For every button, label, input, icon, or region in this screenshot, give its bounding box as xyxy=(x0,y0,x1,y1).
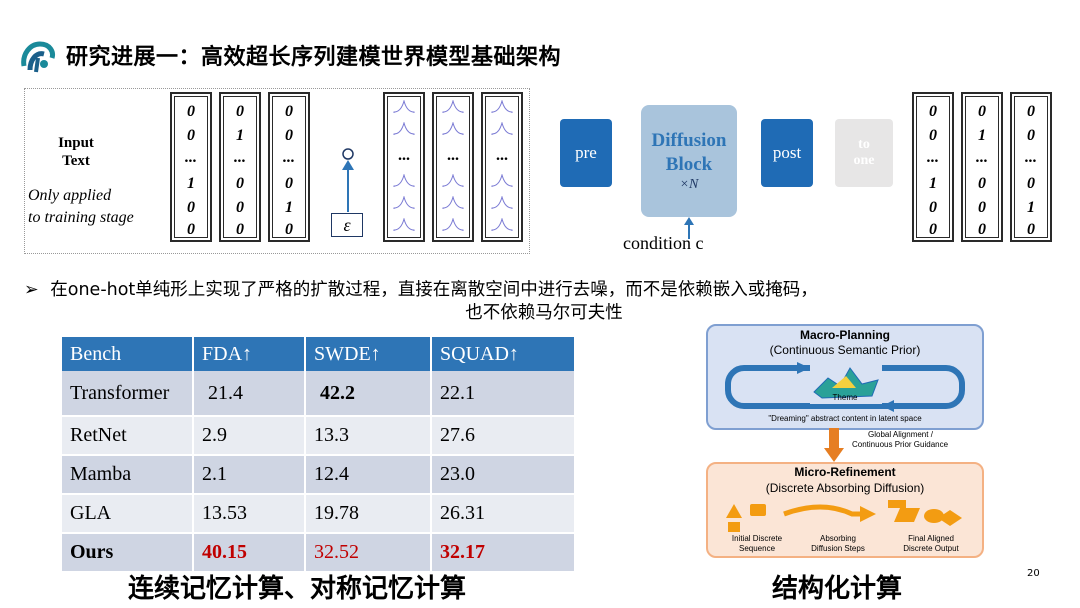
bullet-line-1: 在one-hot单纯形上实现了严格的扩散过程，直接在离散空间中进行去噪，而不是依… xyxy=(50,280,818,300)
noise-arrow xyxy=(342,148,354,212)
pre-block: pre xyxy=(560,119,612,187)
micro-refinement-box: Micro-Refinement (Discrete Absorbing Dif… xyxy=(706,462,984,558)
onehot-column: 0 0 ... 1 0 0 xyxy=(170,92,212,242)
table-header: SQUAD↑ xyxy=(431,337,574,371)
table-header: Bench xyxy=(62,337,194,371)
training-note: Only applied to training stage xyxy=(28,187,134,226)
post-block: post xyxy=(761,119,813,187)
benchmark-table: Bench FDA↑ SWDE↑ SQUAD↑ Transformer 21.4… xyxy=(62,337,574,573)
table-row: RetNet 2.9 13.3 27.6 xyxy=(62,416,574,456)
macro-planning-box: Macro-Planning (Continuous Semantic Prio… xyxy=(706,324,984,430)
table-header: SWDE↑ xyxy=(305,337,432,371)
bullet-point: ➢ 在one-hot单纯形上实现了严格的扩散过程，直接在离散空间中进行去噪，而不… xyxy=(24,279,1064,325)
onehot-column: 0 1 ... 0 0 0 xyxy=(219,92,261,242)
page-number: 20 xyxy=(1027,568,1040,579)
page-title: 研究进展一：高效超长序列建模世界模型基础架构 xyxy=(66,45,562,70)
table-row: Mamba 2.1 12.4 23.0 xyxy=(62,455,574,495)
table-row: Transformer 21.4 42.2 22.1 xyxy=(62,371,574,417)
macro-subtitle: (Continuous Semantic Prior) xyxy=(769,343,921,357)
latent-cycle-icon xyxy=(725,362,965,412)
condition-arrow xyxy=(684,217,694,239)
left-caption: 连续记忆计算、对称记忆计算 xyxy=(128,574,467,604)
noisy-distribution-column: ... xyxy=(432,92,474,242)
noisy-distribution-column: ... xyxy=(481,92,523,242)
dreaming-label: "Dreaming" abstract content in latent sp… xyxy=(768,414,922,423)
epsilon-box: ε xyxy=(331,213,363,237)
table-row: GLA 13.53 19.78 26.31 xyxy=(62,494,574,534)
micro-title: Micro-Refinement xyxy=(794,465,896,479)
table-row: Ours 40.15 32.52 32.17 xyxy=(62,533,574,573)
diffusion-block: Diffusion Block ×N xyxy=(641,105,737,217)
noisy-distribution-column: ... xyxy=(383,92,425,242)
down-arrow-icon xyxy=(824,428,844,462)
bullet-arrow-icon: ➢ xyxy=(24,280,39,300)
to-one-block: to one xyxy=(835,119,893,187)
micro-subtitle: (Discrete Absorbing Diffusion) xyxy=(765,481,925,495)
output-column: 0 1 ... 0 0 0 xyxy=(961,92,1003,242)
macro-title: Macro-Planning xyxy=(799,328,890,342)
training-panel xyxy=(24,88,530,254)
condition-label: condition c xyxy=(623,233,704,253)
theme-label: Theme xyxy=(832,393,858,402)
output-column: 0 0 ... 1 0 0 xyxy=(912,92,954,242)
absorbing-steps-icon xyxy=(726,500,962,532)
alignment-label: Global Alignment / Continuous Prior Guid… xyxy=(852,430,949,449)
table-header: FDA↑ xyxy=(193,337,306,371)
bullet-line-2: 也不依赖马尔可夫性 xyxy=(465,303,623,323)
right-caption: 结构化计算 xyxy=(772,574,903,604)
input-text-label: Input Text xyxy=(58,135,94,169)
output-column: 0 0 ... 0 1 0 xyxy=(1010,92,1052,242)
onehot-column: 0 0 ... 0 1 0 xyxy=(268,92,310,242)
logo-icon xyxy=(21,41,55,73)
